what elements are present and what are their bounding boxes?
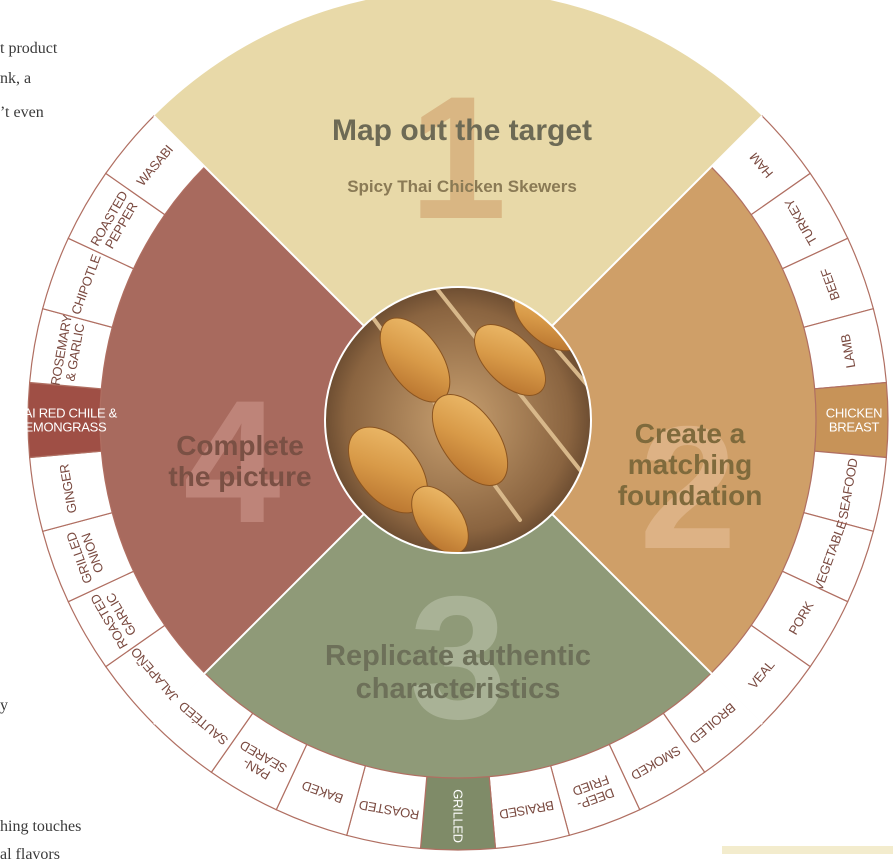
left-segment-4-label-1: LEMONGRASS xyxy=(18,420,107,435)
quadrant-1-subtitle-line-0: Spicy Thai Chicken Skewers xyxy=(347,177,577,196)
center-food-image xyxy=(325,287,591,553)
side-text-line-1: t product xyxy=(0,40,58,57)
quadrant-2-title-line-1: matching xyxy=(628,449,752,480)
quadrant-2-title-line-0: Create a xyxy=(635,418,746,449)
bottom-segment-4-label-0: GRILLED xyxy=(451,789,466,843)
quadrant-1-number: 1 xyxy=(409,61,506,256)
right-segment-3-label-0: LAMB xyxy=(838,333,859,369)
quadrant-4-number: 4 xyxy=(183,365,280,560)
bottom-decor-bar xyxy=(722,846,893,854)
quadrant-1-wedge xyxy=(153,0,763,420)
quadrant-3-wedge xyxy=(204,420,712,778)
left-segment-4-label-0: THAI RED CHILE & xyxy=(7,406,118,421)
side-text-line-5: hing touches xyxy=(0,818,82,835)
quadrant-1-title-line-0: Map out the target xyxy=(332,114,592,147)
side-text-line-3: ’t even xyxy=(0,104,44,121)
right-segment-4-label-1: BREAST xyxy=(829,420,880,435)
quadrant-4-wedge xyxy=(100,166,459,674)
quadrant-4-title-line-0: Complete xyxy=(176,430,304,461)
quadrant-3-title-line-0: Replicate authentic xyxy=(325,640,591,672)
quadrant-3-title-line-1: characteristics xyxy=(356,673,561,705)
right-segment-4-label-0: CHICKEN xyxy=(826,406,882,421)
quadrant-3-number: 3 xyxy=(409,561,506,756)
quadrant-4-title-line-1: the picture xyxy=(168,461,311,492)
side-text-line-4: y xyxy=(0,697,8,714)
quadrant-2-title-line-2: foundation xyxy=(618,480,763,511)
quadrant-2-wedge xyxy=(458,166,816,674)
quadrant-2-number: 2 xyxy=(639,391,736,586)
side-text-line-2: nk, a xyxy=(0,70,32,87)
